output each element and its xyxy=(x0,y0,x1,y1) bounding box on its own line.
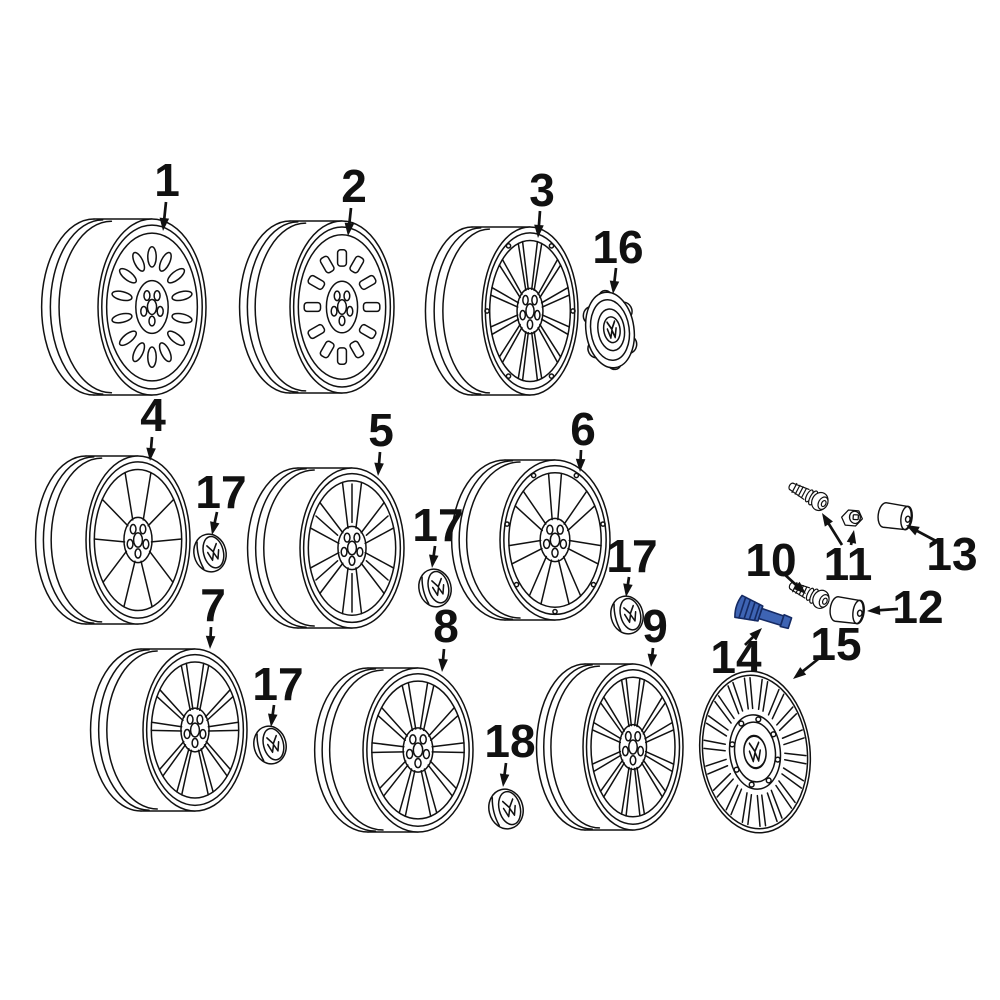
wheel-5-alloy-6-spoke[interactable]: 5 xyxy=(246,404,405,629)
part-number-label: 5 xyxy=(368,404,394,456)
wheel-7-alloy-10-spoke[interactable]: 7 xyxy=(89,579,248,812)
part-number-label: 11 xyxy=(824,538,873,590)
part-number-label: 10 xyxy=(745,534,796,586)
wheel-bolt-and-lock-bolt-11[interactable]: 11 xyxy=(785,477,872,590)
wheel-3-alloy-multi-spoke-drawing xyxy=(424,226,579,396)
center-cap-18[interactable]: 18 xyxy=(484,715,536,833)
wheel-8-alloy-split-5-spoke-drawing xyxy=(313,667,474,833)
part-number-label: 13 xyxy=(926,528,977,580)
part-number-label: 18 xyxy=(484,715,535,767)
part-number-label: 17 xyxy=(412,499,463,551)
wheel-5-alloy-6-spoke-drawing xyxy=(246,467,405,629)
lug-bolt-cap-12[interactable]: 12 xyxy=(829,581,944,633)
wheel-8-alloy-split-5-spoke[interactable]: 8 xyxy=(313,600,474,833)
part-number-label: 17 xyxy=(606,530,657,582)
part-number-label: 7 xyxy=(200,579,226,631)
wheel-3-alloy-multi-spoke[interactable]: 3 xyxy=(424,164,579,396)
part-number-label: 9 xyxy=(642,600,668,652)
center-cap-17-d[interactable]: 17 xyxy=(250,658,304,767)
wheel-1-steel-oval-holes-drawing xyxy=(40,218,207,396)
lug-bolt-cap-12-drawing xyxy=(829,596,865,625)
wheel-9-alloy-12-spoke[interactable]: 9 xyxy=(535,600,684,831)
wheel-2-steel-square-holes[interactable]: 2 xyxy=(238,160,395,394)
part-number-label: 12 xyxy=(892,581,943,633)
part-number-label: 16 xyxy=(592,221,643,273)
wheel-9-alloy-12-spoke-drawing xyxy=(535,663,684,831)
center-cap-17-b[interactable]: 17 xyxy=(412,499,464,610)
valve-stem-14-selected[interactable]: 14 xyxy=(710,594,793,683)
wheel-1-steel-oval-holes[interactable]: 1 xyxy=(40,154,207,396)
wheel-cover-15[interactable]: 15 xyxy=(692,618,862,838)
wheel-bolt-and-lock-bolt-11-drawing xyxy=(788,482,864,527)
wheel-2-steel-square-holes-drawing xyxy=(238,220,395,394)
wheel-4-alloy-5-spoke-drawing xyxy=(34,455,191,625)
center-cap-16[interactable]: 16 xyxy=(580,221,644,373)
part-number-label: 17 xyxy=(252,658,303,710)
part-number-label: 6 xyxy=(570,403,596,455)
part-number-label: 17 xyxy=(195,466,246,518)
center-cap-17-a-drawing xyxy=(193,533,227,573)
wheel-7-alloy-10-spoke-drawing xyxy=(89,648,248,812)
part-number-label: 1 xyxy=(154,154,180,206)
part-number-label: 2 xyxy=(341,160,367,212)
part-number-label: 3 xyxy=(529,164,555,216)
wheel-bolt-10[interactable]: 10 xyxy=(745,534,832,611)
part-number-label: 8 xyxy=(433,600,459,652)
center-cap-17-a[interactable]: 17 xyxy=(190,466,247,575)
wheel-4-alloy-5-spoke[interactable]: 4 xyxy=(34,389,191,625)
center-cap-16-drawing xyxy=(582,289,638,371)
center-cap-17-c-drawing xyxy=(610,595,644,635)
lug-bolt-cap-13-drawing xyxy=(877,502,913,531)
lug-bolt-cap-13[interactable]: 13 xyxy=(877,502,978,580)
center-cap-17-b-drawing xyxy=(418,568,452,608)
wheel-6-alloy-7-spoke[interactable]: 6 xyxy=(450,403,611,621)
part-number-label: 4 xyxy=(140,389,166,441)
center-cap-18-drawing xyxy=(488,788,524,830)
part-number-label: 15 xyxy=(810,618,861,670)
valve-stem-14-selected-drawing xyxy=(734,594,793,630)
wheel-6-alloy-7-spoke-drawing xyxy=(450,459,611,621)
center-cap-17-d-drawing xyxy=(253,725,287,765)
wheel-cover-15-drawing xyxy=(698,670,812,834)
center-cap-17-c[interactable]: 17 xyxy=(606,530,658,637)
